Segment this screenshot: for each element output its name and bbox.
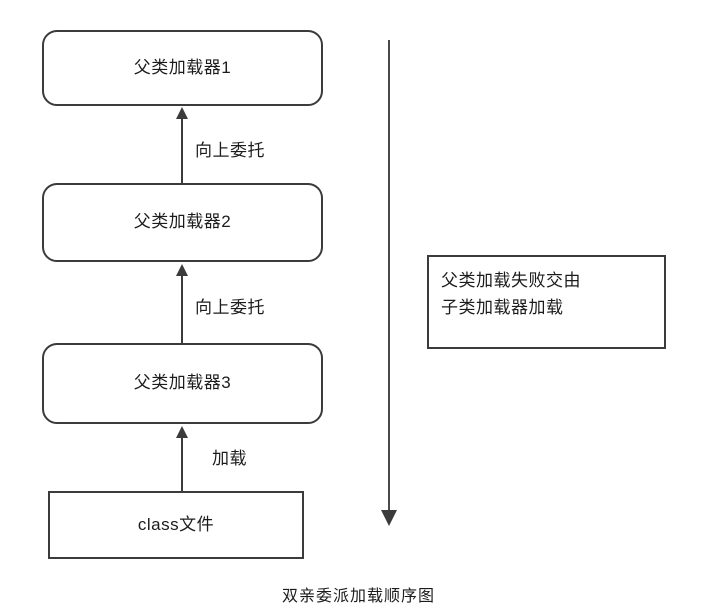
arrow-shaft [181,115,183,183]
node-parent-loader-3: 父类加载器3 [42,343,323,424]
node-parent-loader-2-label: 父类加载器2 [133,212,232,232]
node-parent-loader-3-label: 父类加载器3 [133,373,232,393]
node-parent-loader-2: 父类加载器2 [42,183,323,262]
arrow-label-delegate-up-2: 向上委托 [195,298,265,317]
diagram-caption: 双亲委派加载顺序图 [281,588,435,605]
arrow-label-delegate-up-1: 向上委托 [195,141,265,160]
note-box: 父类加载失败交由 子类加载器加载 [427,255,666,349]
arrowhead-up-icon [176,107,188,119]
arrow-label-load: 加载 [212,449,247,468]
arrow-shaft [388,40,390,512]
arrow-shaft [181,434,183,491]
arrow-shaft [181,272,183,343]
note-line-1: 父类加载失败交由 [441,271,581,290]
node-parent-loader-1: 父类加载器1 [42,30,323,106]
node-class-file: class文件 [48,491,304,559]
arrowhead-up-icon [176,264,188,276]
node-class-file-label: class文件 [137,514,215,534]
node-parent-loader-1-label: 父类加载器1 [133,57,232,77]
caption-bullet-dot [288,594,291,597]
arrowhead-down-icon [381,510,397,526]
note-line-2: 子类加载器加载 [441,298,564,318]
arrowhead-up-icon [176,426,188,438]
